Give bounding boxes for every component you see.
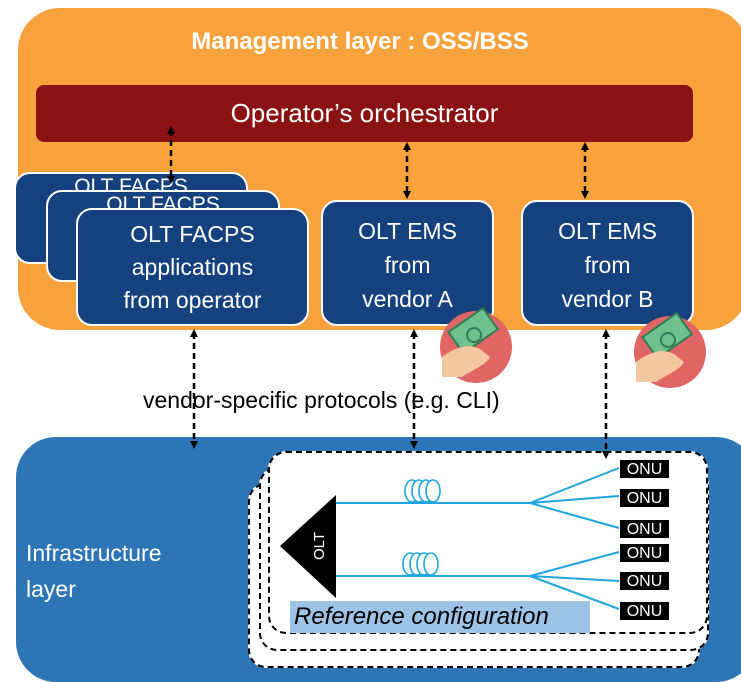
infrastructure-layer-label: Infrastructure layer [26,535,226,607]
fiber-spool-icon [404,479,441,503]
facps-line-3: from operator [123,287,262,313]
olt-ems-vendor-a-box: OLT EMS from vendor A [321,200,494,326]
onu-box: ONU [619,459,670,479]
olt-label: OLT [311,532,328,560]
management-layer-title: Management layer : OSS/BSS [191,28,529,55]
fiber-spool-icon [402,552,439,576]
ems-a-line-3: vendor A [362,286,453,312]
ems-b-line-1: OLT EMS [558,218,657,244]
olt-triangle-icon [280,495,336,598]
money-payment-icon [634,311,706,388]
onu-box: ONU [619,488,670,508]
ems-a-line-2: from [384,252,431,278]
facps-line-1: OLT FACPS [130,221,255,247]
facps-line-2: applications [131,254,254,280]
ems-a-line-1: OLT EMS [358,218,457,244]
money-payment-icon [440,306,512,383]
onu-box: ONU [619,519,670,539]
operator-orchestrator-box: Operator’s orchestrator [36,85,693,142]
reference-configuration-label: Reference configuration [290,601,590,633]
infra-label-line-1: Infrastructure [26,540,162,566]
olt-facps-applications-box: OLT FACPS applications from operator [76,208,309,326]
onu-box: ONU [619,601,670,621]
vendor-protocols-label: vendor-specific protocols (e.g. CLI) [143,387,500,413]
onu-box: ONU [619,571,670,591]
onu-box: ONU [619,543,670,563]
fiber-lines [336,467,620,610]
olt-ems-vendor-b-box: OLT EMS from vendor B [521,200,694,326]
ems-b-line-2: from [584,252,631,278]
ems-b-line-3: vendor B [561,286,654,312]
infra-label-line-2: layer [26,576,76,602]
